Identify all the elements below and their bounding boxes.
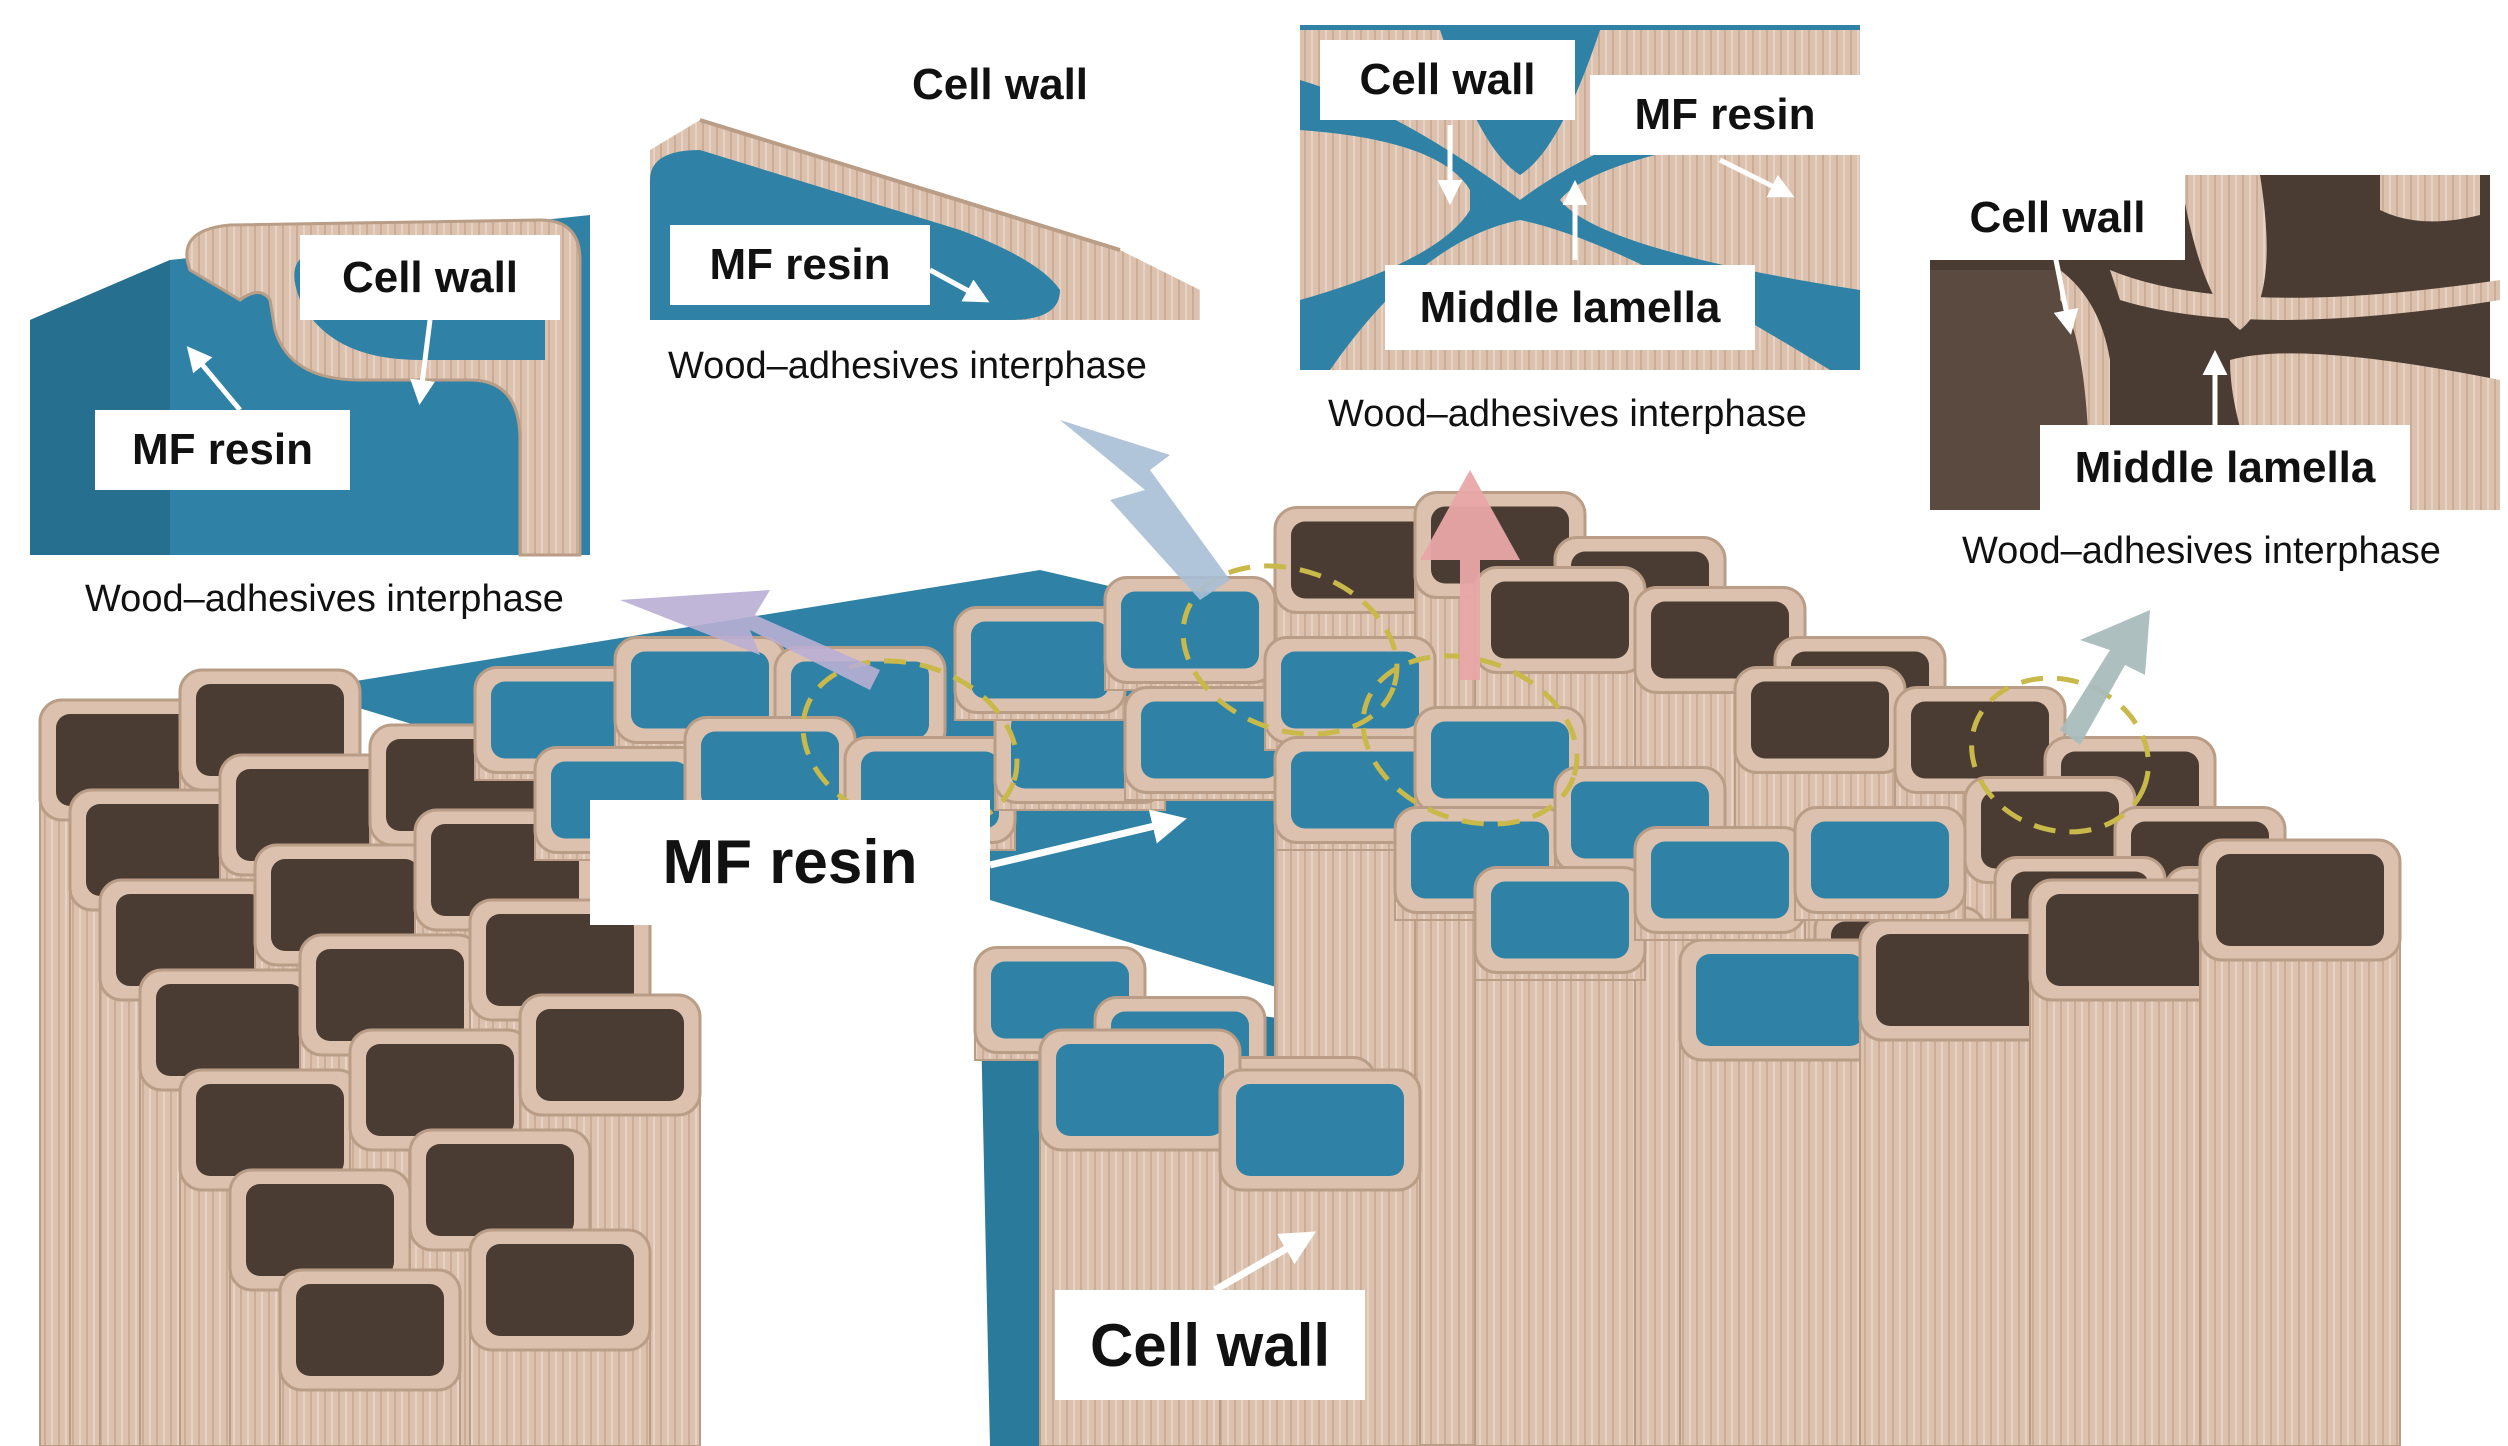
panel1-cell-wall-arrow	[410, 319, 435, 405]
main-cell-wall-label: Cell wall	[1055, 1290, 1365, 1400]
dashed-circle-4	[1969, 675, 2151, 835]
zoom-arrows	[620, 420, 2150, 745]
main-cell-wall-arrow	[1213, 1231, 1317, 1294]
resin-filled-cell	[1793, 806, 1967, 921]
panel3-caption: Wood–adhesives interphase	[1328, 393, 1807, 435]
dashed-circle-2	[1180, 563, 1400, 737]
wood-cell-left	[278, 1268, 462, 1446]
arrow-to-panel-2	[1060, 420, 1230, 600]
resin-filled-cell	[1103, 576, 1277, 691]
wood-column-front-right	[2198, 838, 2402, 1446]
panel4-caption: Wood–adhesives interphase	[1962, 530, 2441, 572]
panel4-middle-lamella-label: Middle lamella	[2040, 425, 2410, 510]
panel3-middle-lamella-label: Middle lamella	[1385, 265, 1755, 350]
resin-filled-cells	[473, 576, 1967, 1446]
panel4-cell-wall-arrow	[2052, 254, 2079, 335]
resin-filled-cell	[1263, 636, 1437, 751]
panel4-cell-wall-label: Cell wall	[1930, 175, 2185, 260]
panel2-mf-resin-arrow	[928, 267, 990, 303]
panel3-mf-resin-arrow	[1718, 157, 1795, 198]
left-wood-columns	[38, 668, 702, 1446]
resin-filled-cell	[953, 606, 1127, 721]
panel2-caption: Wood–adhesives interphase	[668, 345, 1147, 387]
panel2-mf-resin-label: MF resin	[670, 225, 930, 305]
wood-column-front-right	[1678, 938, 1882, 1446]
wood-column-front-right	[1858, 918, 2062, 1446]
main-mf-resin-arrow	[989, 809, 1187, 869]
arrow-to-panel-1	[620, 590, 880, 690]
panel3-mf-resin-label: MF resin	[1590, 75, 1860, 155]
resin-filled-cell	[1633, 826, 1807, 941]
panel-arrows	[186, 125, 2228, 435]
panel1-caption: Wood–adhesives interphase	[85, 578, 564, 620]
dashed-circle-3	[1360, 653, 1580, 827]
main-mf-resin-label: MF resin	[590, 800, 990, 925]
arrow-to-panel-3	[1420, 470, 1520, 680]
panel1-cell-wall-label: Cell wall	[300, 235, 560, 320]
arrow-to-panel-4	[2060, 610, 2150, 745]
wood-cell-left	[468, 1228, 652, 1446]
panel1-mf-resin-arrow	[186, 346, 242, 412]
resin-filled-cell	[1473, 866, 1647, 981]
right-wood-columns	[1273, 491, 2402, 1446]
wood-cell-right	[1473, 566, 1647, 1446]
panel3-cell-wall-label: Cell wall	[1320, 40, 1575, 120]
panel2-cell-wall-label: Cell wall	[911, 60, 1089, 109]
wood-column-front-right	[2028, 878, 2232, 1446]
panel1-mf-resin-label: MF resin	[95, 410, 350, 490]
